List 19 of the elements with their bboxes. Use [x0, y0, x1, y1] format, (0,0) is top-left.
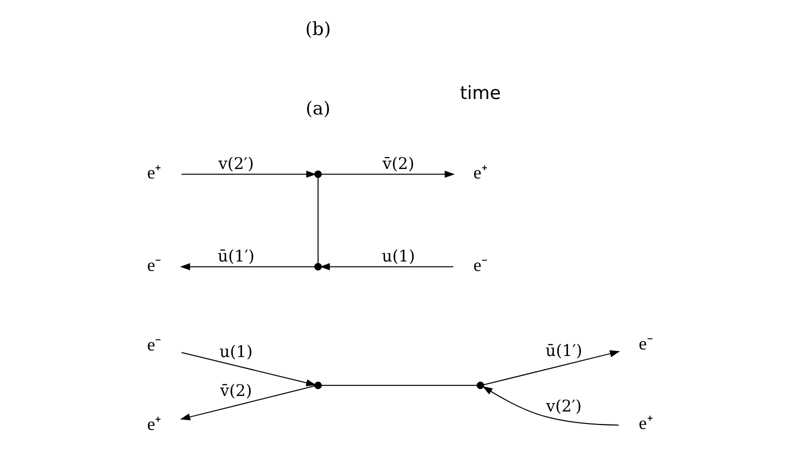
edge-label: v(2′): [546, 396, 582, 416]
node-text: e⁻: [147, 255, 162, 276]
label: time: [460, 83, 501, 104]
node-text: e⁺: [147, 162, 162, 183]
node-text: e⁻: [473, 255, 488, 276]
node-text: e⁻: [147, 334, 162, 355]
edge-label: v(2′): [218, 154, 254, 173]
edge-label: v̄(2): [382, 154, 414, 173]
edge-label: v̄(2): [220, 381, 252, 400]
edge-label: ū(1′): [218, 246, 255, 266]
edge-label: u(1): [382, 246, 416, 266]
node-text: e⁺: [638, 412, 653, 433]
edge-label: u(1): [220, 342, 253, 361]
node-text: e⁻: [638, 334, 653, 354]
node-text: e⁺: [147, 414, 162, 434]
node-text: e⁺: [473, 162, 488, 183]
label: (b): [305, 18, 331, 40]
label: (a): [306, 98, 330, 120]
edge-label: ū(1′): [545, 340, 582, 360]
